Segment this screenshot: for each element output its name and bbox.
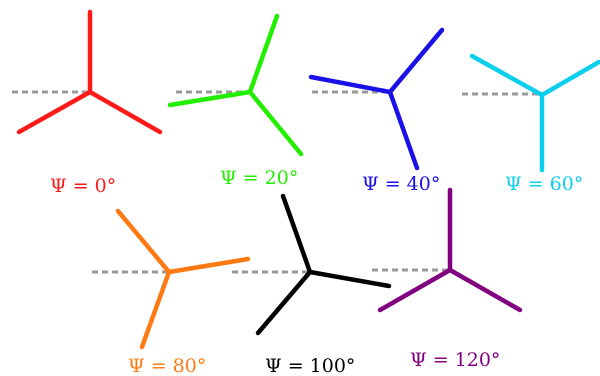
arm-3 <box>377 267 453 313</box>
arm-2 <box>469 53 545 98</box>
star-figure-psi-20: Ψ = 20° <box>167 13 304 189</box>
arm-1 <box>307 269 392 289</box>
angle-label: Ψ = 60° <box>505 173 583 195</box>
arm-1 <box>539 59 600 98</box>
arm-3 <box>139 269 172 350</box>
arm-1 <box>447 267 523 313</box>
star-figure-psi-60: Ψ = 60° <box>462 53 600 195</box>
star-figure-psi-40: Ψ = 40° <box>308 27 445 195</box>
angle-label: Ψ = 20° <box>220 167 298 189</box>
arm-1 <box>387 27 445 95</box>
arm-3 <box>87 89 163 135</box>
arm-1 <box>166 256 251 275</box>
arm-2 <box>167 89 253 108</box>
star-figure-psi-0: Ψ = 0° <box>12 9 163 197</box>
arm-3 <box>387 89 420 171</box>
angle-label: Ψ = 100° <box>265 355 355 376</box>
star-figure-psi-120: Ψ = 120° <box>372 187 523 371</box>
angle-label: Ψ = 80° <box>128 355 206 376</box>
angle-label: Ψ = 0° <box>50 175 116 197</box>
arm-2 <box>308 74 393 95</box>
star-figure-psi-100: Ψ = 100° <box>232 193 392 376</box>
angle-label: Ψ = 40° <box>362 173 440 195</box>
arm-3 <box>255 269 313 336</box>
angle-label: Ψ = 120° <box>410 349 500 371</box>
star-figure-psi-80: Ψ = 80° <box>92 208 251 376</box>
arm-1 <box>247 13 280 95</box>
arm-3 <box>247 89 304 157</box>
arm-2 <box>115 208 172 275</box>
arm-2 <box>16 89 93 135</box>
arm-2 <box>280 193 313 275</box>
